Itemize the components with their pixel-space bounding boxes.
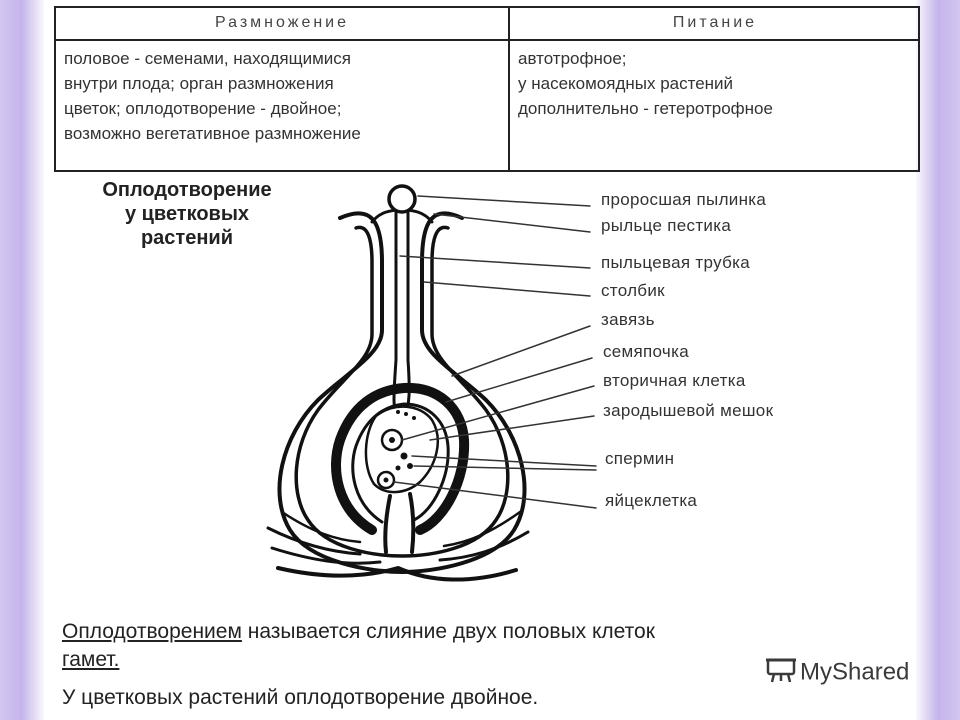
diagram-title-line: растений — [140, 227, 234, 249]
leader-stigma — [433, 213, 591, 233]
label-pollen-tube: пыльцевая трубка — [601, 253, 750, 272]
leader-secondary-cell — [401, 385, 595, 441]
reproduction-header: Размножение — [56, 8, 508, 41]
nutrition-line: у насекомоядных растений — [518, 74, 734, 93]
leader-embryo-sac — [429, 415, 595, 441]
definition-term: Оплодотворением — [62, 620, 242, 643]
reproduction-text: половое - семенами, находящимися внутри … — [56, 41, 508, 146]
label-secondary-cell: вторичная клетка — [603, 371, 746, 390]
leader-lines — [393, 195, 597, 509]
label-stigma: рыльце пестика — [601, 216, 732, 235]
nutrition-text: автотрофное; у насекомоядных растений до… — [510, 41, 920, 121]
pollen-grain — [387, 184, 417, 214]
sperm-cell — [395, 465, 401, 471]
leader-ovary — [451, 325, 591, 377]
base-stroke — [438, 530, 530, 562]
watermark: MyShared — [764, 654, 909, 691]
leader-style — [423, 281, 591, 297]
info-table: Размножение половое - семенами, находящи… — [54, 6, 920, 172]
myshared-logo-icon — [764, 654, 798, 691]
label-style: столбик — [601, 281, 665, 300]
ovule-outer — [331, 382, 470, 535]
definition-term-continuation: гамет. — [62, 648, 120, 671]
label-sperm: спермин — [605, 449, 675, 468]
label-egg-cell: яйцеклетка — [605, 491, 698, 510]
ovule-stalk — [383, 494, 392, 554]
leader-sperm — [411, 455, 597, 467]
leader-pollen-tube — [399, 255, 591, 269]
reproduction-line: возможно вегетативное размножение — [64, 124, 361, 143]
slide: Размножение половое - семенами, находящи… — [44, 0, 920, 720]
watermark-text: MyShared — [800, 658, 910, 686]
leader-sperm — [413, 465, 597, 471]
definition-text: называется слияние двух половых клеток — [241, 620, 655, 643]
pistil-outer-wall — [277, 211, 527, 574]
sperm-cell — [400, 452, 408, 460]
ovule-stalk — [408, 492, 416, 554]
diagram-title: Оплодотворение у цветковых растений — [68, 178, 306, 250]
reproduction-column: Размножение половое - семенами, находящи… — [56, 8, 510, 170]
leader-egg-cell — [393, 481, 597, 509]
leader-pollen-grain — [417, 195, 591, 207]
pistil-diagram — [266, 184, 597, 582]
receptacle-base — [276, 566, 518, 582]
ovule-inner — [351, 402, 450, 524]
reproduction-line: цветок; оплодотворение - двойное; — [64, 99, 342, 118]
sperm-cell — [407, 463, 413, 469]
label-embryo-sac: зародышевой мешок — [603, 401, 774, 420]
leader-ovule — [445, 357, 593, 403]
base-stroke — [270, 546, 382, 565]
nutrition-header: Питание — [510, 8, 920, 41]
antipodal-dot — [404, 412, 408, 416]
reproduction-line: внутри плода; орган размножения — [64, 74, 334, 93]
label-ovary: завязь — [601, 310, 655, 329]
nucleus — [389, 437, 395, 443]
label-ovule: семяпочка — [603, 342, 689, 361]
double-fertilization-note: У цветковых растений оплодотворение двой… — [62, 686, 539, 709]
diagram-title-line: у цветковых — [124, 203, 250, 225]
nutrition-line: автотрофное; — [518, 49, 627, 68]
nutrition-column: Питание автотрофное; у насекомоядных рас… — [510, 8, 920, 170]
nutrition-line: дополнительно - гетеротрофное — [518, 99, 773, 118]
pistil-inner-wall — [294, 225, 510, 558]
label-pollen-grain: проросшая пылинка — [601, 190, 767, 209]
definition-line-2: гамет. — [62, 648, 119, 672]
reproduction-line: половое - семенами, находящимися — [64, 49, 352, 68]
base-stroke — [266, 526, 362, 556]
definition-line-1: Оплодотворением называется слияние двух … — [62, 620, 655, 644]
antipodal-dot — [396, 410, 400, 414]
embryo-sac — [364, 405, 440, 494]
antipodal-dot — [412, 416, 416, 420]
diagram-title-line: Оплодотворение — [102, 179, 272, 201]
egg-nucleus — [383, 477, 389, 483]
egg-cell — [376, 470, 396, 490]
